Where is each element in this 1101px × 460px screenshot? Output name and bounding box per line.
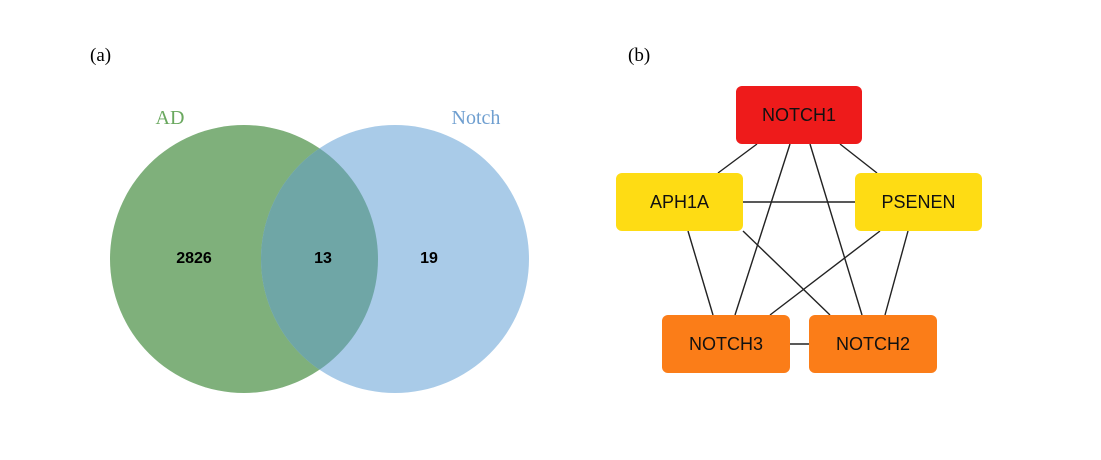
node-label-notch2: NOTCH2 <box>836 334 910 354</box>
venn-count-ad-only: 2826 <box>176 250 212 267</box>
panel-label-a: (a) <box>90 45 111 66</box>
node-label-aph1a: APH1A <box>650 192 709 212</box>
edge-aph1a-notch3 <box>687 230 714 316</box>
node-notch2: NOTCH2 <box>809 315 937 373</box>
node-box-psenen <box>855 173 982 231</box>
node-notch3: NOTCH3 <box>662 315 790 373</box>
venn-set-label-notch: Notch <box>452 107 501 129</box>
venn-count-notch-only: 19 <box>420 250 438 267</box>
venn-count-intersection: 13 <box>314 250 332 267</box>
node-box-aph1a <box>616 173 743 231</box>
node-label-psenen: PSENEN <box>881 192 955 212</box>
node-notch1: NOTCH1 <box>736 86 862 144</box>
edge-notch1-psenen <box>839 143 878 174</box>
node-box-notch1 <box>736 86 862 144</box>
network-edges <box>687 143 909 345</box>
node-label-notch3: NOTCH3 <box>689 334 763 354</box>
edge-psenen-notch3 <box>769 230 881 316</box>
node-aph1a: APH1A <box>616 173 743 231</box>
node-psenen: PSENEN <box>855 173 982 231</box>
node-box-notch2 <box>809 315 937 373</box>
venn-overlap <box>261 125 378 393</box>
edge-notch1-notch2 <box>809 143 863 316</box>
venn-panel: (a) AD Notch 2826 13 19 <box>90 45 529 393</box>
edge-notch1-notch3 <box>734 143 791 316</box>
edge-aph1a-notch2 <box>742 230 831 316</box>
edge-notch1-aph1a <box>717 143 758 174</box>
panel-label-b: (b) <box>628 45 650 66</box>
node-box-notch3 <box>662 315 790 373</box>
node-label-notch1: NOTCH1 <box>762 105 836 125</box>
edge-psenen-notch2 <box>884 230 909 316</box>
venn-set-label-ad: AD <box>156 107 185 129</box>
